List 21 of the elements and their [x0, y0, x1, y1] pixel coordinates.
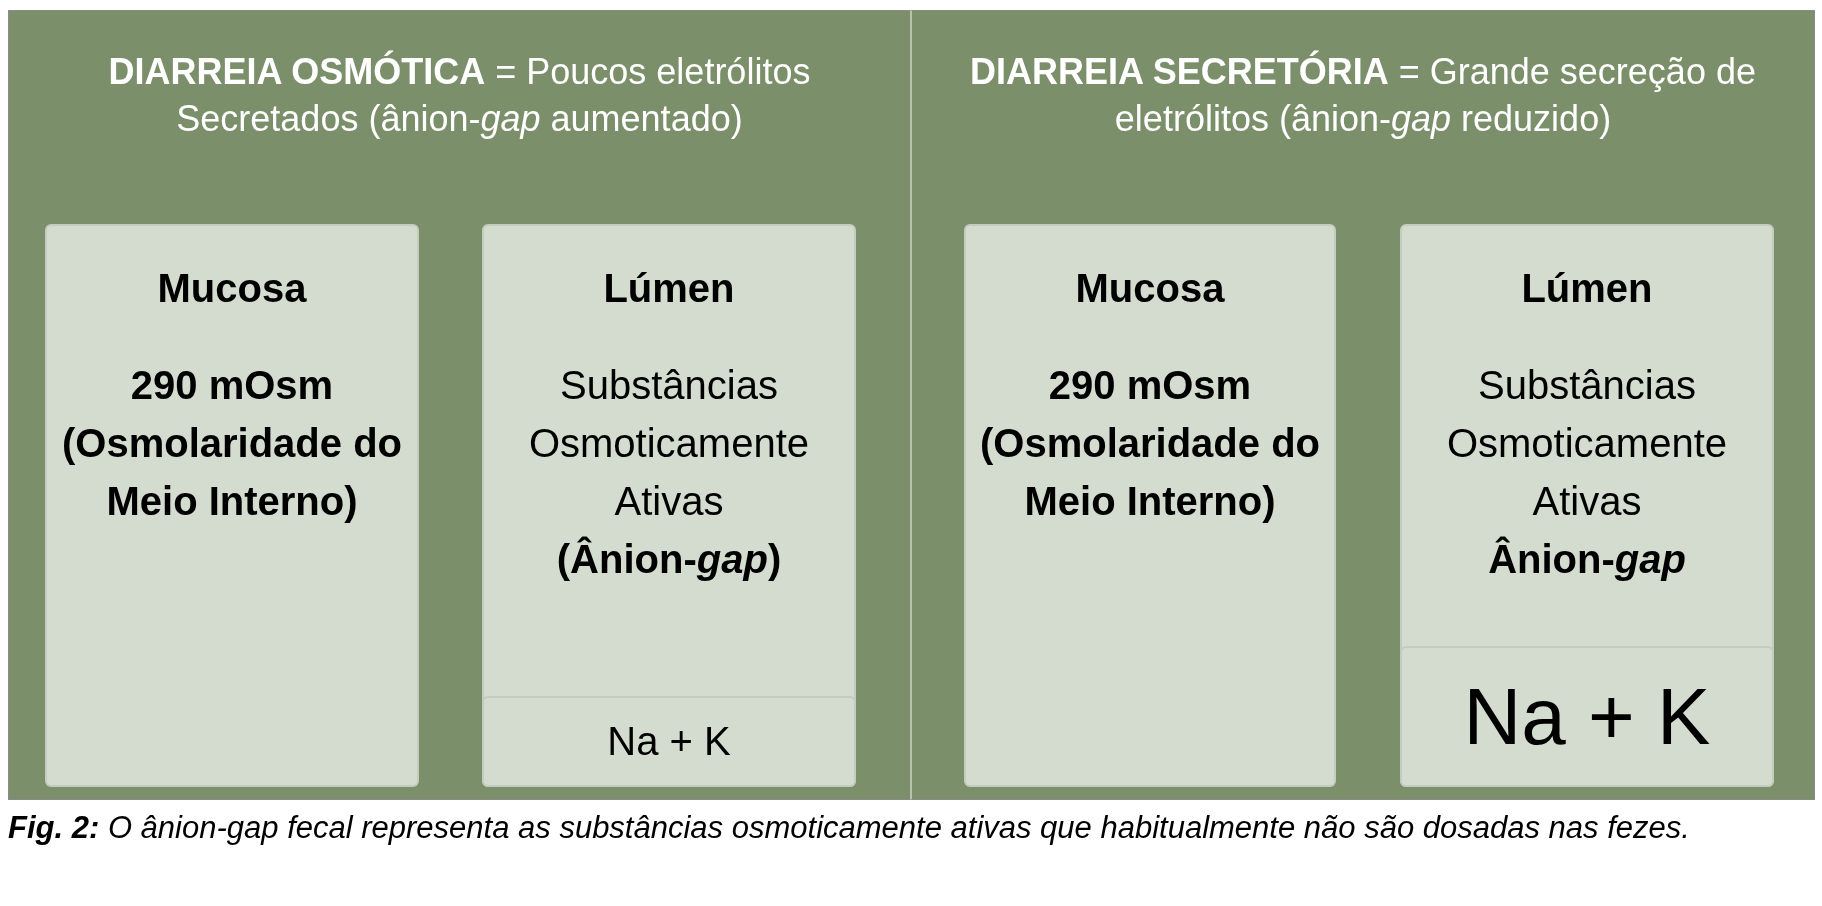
box-text: (Ânion-gap): [555, 535, 783, 583]
box-title: Lúmen: [1520, 266, 1654, 311]
compartment-box: [964, 224, 1336, 787]
panel-heading: DIARREIA SECRETÓRIA = Grande secreção de eletrólitos (ânion-gap reduzido): [969, 49, 1757, 141]
compartment-box: [482, 224, 856, 787]
diagram-panel: [910, 10, 1815, 800]
electrolyte-box: [1400, 646, 1774, 787]
box-text: 290 mOsm (Osmolaridade do Meio Interno): [978, 362, 1322, 525]
box-title: Lúmen: [602, 266, 736, 311]
box-title: Mucosa: [1074, 266, 1226, 311]
compartment-box: [45, 224, 419, 787]
box-text: 290 mOsm (Osmolaridade do Meio Interno): [60, 362, 404, 525]
electrolyte-label: Na + K: [1463, 670, 1711, 763]
electrolyte-box: [482, 696, 856, 787]
box-title: Mucosa: [156, 266, 308, 311]
electrolyte-label: Na + K: [607, 719, 731, 764]
box-text: Ânion-gap: [1487, 535, 1687, 583]
figure-caption: Fig. 2: O ânion-gap fecal representa as substâncias osmoticamente ativas que habitualmente não são dosadas nas fezes.: [8, 809, 1691, 847]
diagram-panel: [8, 10, 910, 800]
compartment-box: [1400, 224, 1774, 787]
panel-heading: DIARREIA OSMÓTICA = Poucos eletrólitos Secretados (ânion-gap aumentado): [107, 49, 812, 141]
